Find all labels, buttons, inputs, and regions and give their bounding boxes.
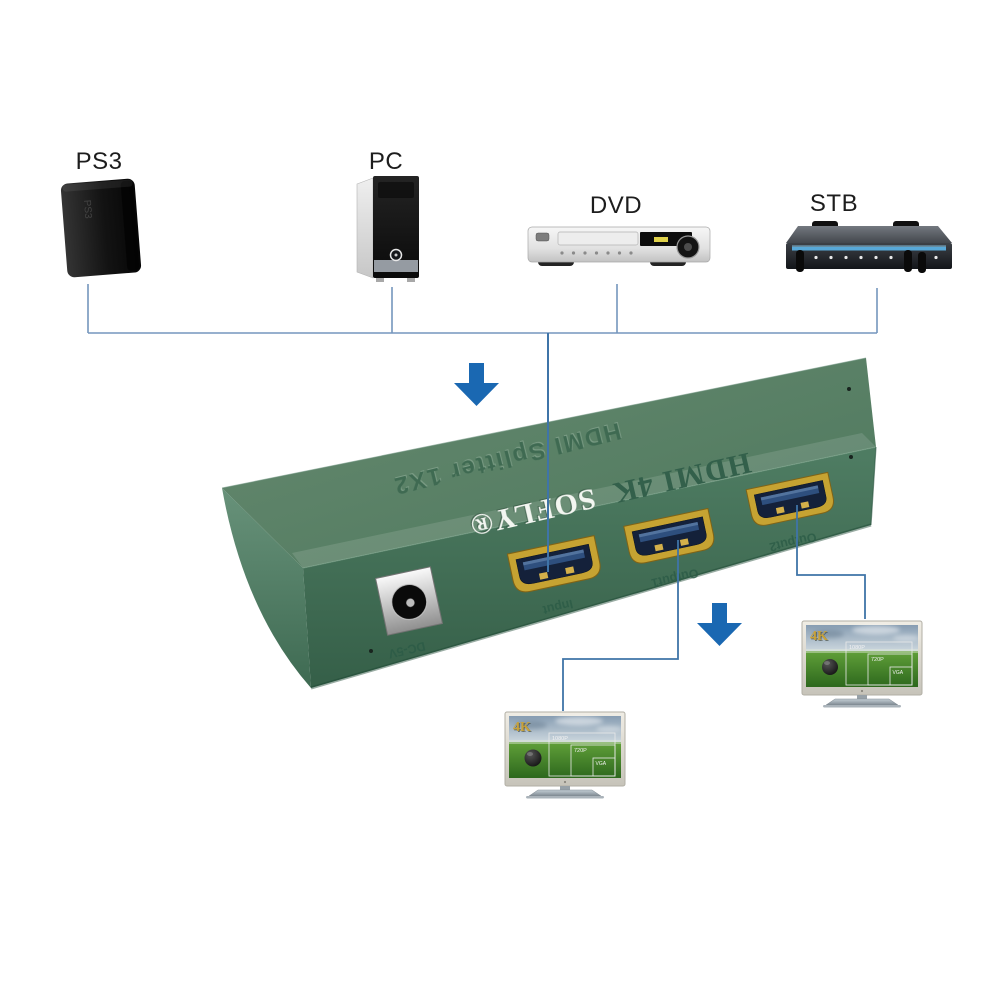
resolution-box-label: VGA — [893, 670, 904, 676]
resolution-box-vga — [592, 757, 616, 777]
hdmi-port-tongue-edge — [760, 485, 819, 501]
cloud — [596, 726, 622, 732]
splitter-back-edge — [221, 357, 867, 489]
device-stb — [786, 221, 952, 273]
splitter-right-edge — [870, 446, 877, 526]
connector-output2-line — [796, 505, 866, 619]
input-port-label: Input — [541, 597, 575, 618]
source-label-stb: STB — [810, 190, 858, 217]
hdmi-output2-port — [745, 471, 834, 526]
tv-output2: 4K 1080P 720P VGA — [801, 620, 923, 708]
hdmi-input-port — [506, 535, 601, 593]
ps3-logo: PS3 — [81, 199, 93, 219]
soccer-ball — [822, 659, 838, 675]
down-arrow-output-icon — [697, 603, 742, 646]
source-label-pc: PC — [369, 148, 403, 175]
pc-vent — [378, 182, 414, 198]
pc-bottom-strip — [374, 260, 418, 272]
hdmi-port-pin — [538, 571, 549, 580]
pc-power-led — [394, 253, 398, 257]
tv-stand-neck — [857, 695, 867, 700]
stb-top-face — [786, 226, 952, 243]
resolution-box-vga — [889, 666, 913, 686]
source-label-dvd: DVD — [590, 192, 642, 219]
cloud — [852, 625, 900, 635]
soccer-ball — [524, 749, 542, 767]
ps3-disc-slot — [120, 180, 140, 271]
tv-stand-base — [528, 789, 602, 797]
tv-stand-base — [825, 698, 899, 706]
cloud — [893, 635, 919, 641]
stb-accent-line — [792, 245, 946, 247]
ps3-highlight — [62, 179, 133, 192]
dc-jack-ring — [391, 583, 428, 621]
hdmi-port-pin — [775, 506, 785, 514]
hdmi-port-pin — [654, 543, 664, 552]
pc-foot — [407, 278, 415, 282]
screw-dot — [847, 387, 851, 391]
stb-clip — [796, 250, 804, 272]
dvd-usb-slot — [535, 232, 550, 242]
splitter-bottom-edge — [310, 523, 872, 690]
hdmi-port-tongue-edge — [522, 549, 584, 566]
ps3-body — [60, 178, 142, 278]
hdmi-port-pin — [800, 501, 810, 509]
pc-side-panel — [356, 177, 374, 279]
device-ps3: PS3 — [60, 178, 142, 278]
dc-power-jack — [374, 566, 444, 636]
resolution-box-label: 1080P — [849, 645, 865, 651]
tv-brand-dot — [563, 780, 567, 784]
hdmi-port-pin — [679, 538, 689, 546]
resolution-box-label: 720P — [871, 657, 884, 663]
ball-highlight — [824, 661, 830, 665]
ball-highlight — [527, 752, 533, 756]
stb-clip — [904, 250, 912, 272]
hdmi-port-tongue-edge — [638, 521, 699, 538]
screw-dot — [849, 455, 853, 459]
screw-dot — [369, 649, 373, 653]
stb-blue-stripe — [792, 247, 946, 251]
tv-stand-base-edge — [526, 796, 604, 799]
resolution-box-label: 1080P — [552, 736, 568, 742]
tv-output1: 4K 1080P 720P VGA — [504, 711, 626, 799]
hdmi-output1-port — [623, 507, 715, 564]
horizon-band — [509, 740, 621, 744]
cloud — [555, 716, 603, 726]
tv-stand-neck — [560, 786, 570, 791]
stb-front-face — [786, 243, 952, 269]
tv-brand-dot — [860, 689, 864, 693]
pc-foot — [376, 278, 384, 282]
device-pc — [356, 176, 419, 282]
splitter-ridge-edge — [302, 446, 877, 569]
resolution-box-label: VGA — [596, 761, 607, 767]
device-dvd — [527, 226, 711, 266]
dvd-disc-tray — [557, 231, 639, 246]
tv-4k-badge: 4K — [810, 629, 828, 644]
tv-4k-badge: 4K — [513, 720, 531, 735]
splitter-left-end — [222, 488, 311, 688]
horizon-band — [806, 649, 918, 653]
resolution-box-label: 720P — [574, 748, 587, 754]
hdmi-port-pin — [565, 566, 575, 575]
splitter-device: HDMI Splitter 1X2 HDMI 4K SOFLY® DC-5V — [221, 357, 877, 690]
pc-front-panel — [373, 176, 419, 278]
tv-stand-base-edge — [823, 705, 901, 708]
cloud — [515, 721, 547, 729]
splitter-top-sheen — [292, 433, 876, 568]
dvd-display-readout — [654, 237, 668, 242]
connector-output1-line — [562, 540, 679, 711]
input-connectors — [87, 284, 878, 334]
source-label-ps3: PS3 — [76, 148, 123, 175]
dc-jack-pin — [405, 598, 415, 608]
dvd-jog-dial-center — [684, 243, 692, 251]
stb-clip — [918, 252, 926, 273]
cloud — [812, 630, 844, 638]
down-arrow-input-icon — [454, 363, 499, 406]
